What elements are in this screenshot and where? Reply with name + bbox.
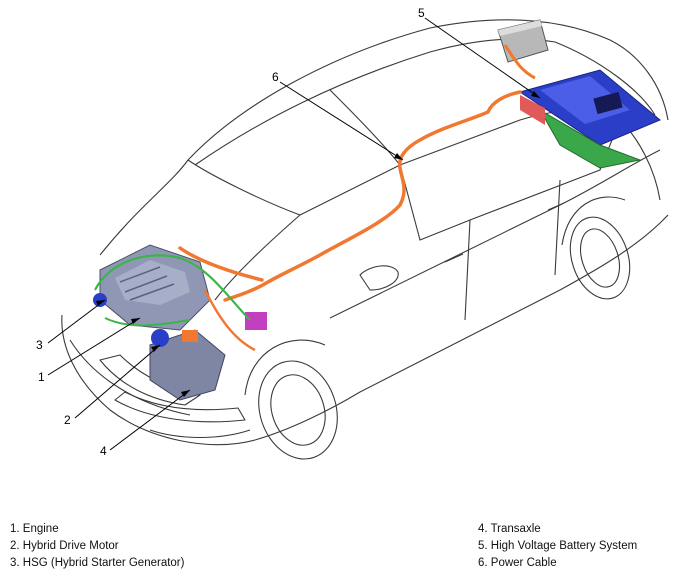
power-cable: [178, 90, 522, 302]
legend-item-power-cable: 6. Power Cable: [478, 557, 557, 569]
callout-2: 2: [64, 413, 71, 427]
legend-item-engine: 1. Engine: [10, 523, 59, 535]
leader-arrowheads: [96, 91, 540, 397]
legend-item-hybrid-drive-motor: 2. Hybrid Drive Motor: [10, 540, 119, 552]
legend-item-transaxle: 4. Transaxle: [478, 523, 541, 535]
callout-3: 3: [36, 338, 43, 352]
legend-item-hv-battery-system: 5. High Voltage Battery System: [478, 540, 638, 552]
callout-1: 1: [38, 370, 45, 384]
leader-lines: [47, 17, 541, 451]
legend-right: 4. Transaxle 5. High Voltage Battery Sys…: [478, 521, 637, 572]
engine-assembly: [93, 244, 267, 401]
callout-4: 4: [100, 444, 107, 458]
hybrid-vehicle-diagram: [47, 17, 669, 460]
legend-item-hsg: 3. HSG (Hybrid Starter Generator): [10, 557, 185, 569]
legend-left: 1. Engine 2. Hybrid Drive Motor 3. HSG (…: [10, 521, 184, 572]
callout-6: 6: [272, 70, 279, 84]
callout-5: 5: [418, 6, 425, 20]
high-voltage-battery-system: [497, 19, 661, 169]
car-body-outline: [61, 19, 669, 460]
